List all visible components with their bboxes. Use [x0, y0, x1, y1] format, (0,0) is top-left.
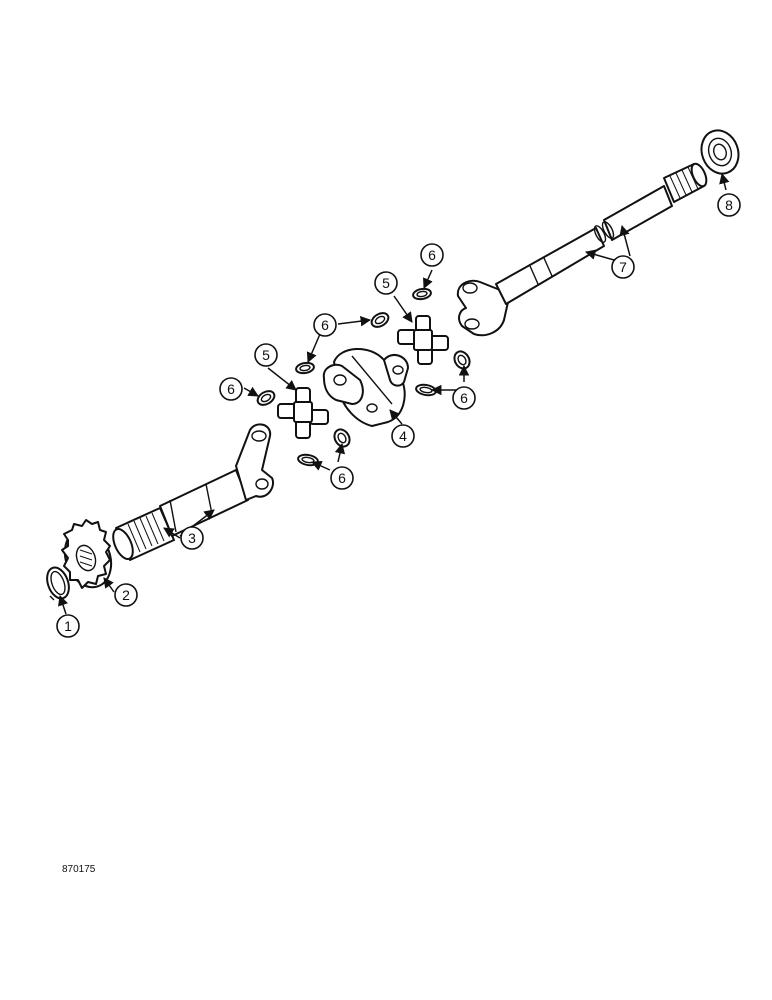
callout-2: 2 — [114, 583, 138, 607]
svg-text:3: 3 — [188, 530, 196, 546]
retaining-ring-6 — [412, 287, 432, 301]
svg-text:6: 6 — [321, 317, 329, 333]
svg-text:6: 6 — [428, 247, 436, 263]
svg-text:6: 6 — [227, 381, 235, 397]
retaining-ring-2 — [295, 361, 315, 375]
svg-text:8: 8 — [725, 197, 733, 213]
svg-text:6: 6 — [460, 390, 468, 406]
callout-6-upper-left: 6 — [313, 313, 337, 337]
retaining-ring-7 — [453, 350, 471, 370]
svg-text:6: 6 — [338, 470, 346, 486]
svg-text:5: 5 — [382, 275, 390, 291]
seal-part — [700, 129, 740, 175]
callout-7: 7 — [611, 255, 635, 279]
retaining-ring-3 — [333, 428, 351, 448]
u-joint-cross-upper — [397, 315, 449, 365]
svg-text:4: 4 — [399, 428, 407, 444]
svg-text:5: 5 — [262, 347, 270, 363]
figure-reference-number: 870175 — [62, 864, 96, 875]
svg-text:7: 7 — [619, 259, 627, 275]
callout-4: 4 — [391, 424, 415, 448]
u-joint-cross-lower — [277, 387, 329, 439]
svg-text:1: 1 — [64, 618, 72, 634]
callout-6-top: 6 — [420, 243, 444, 267]
retaining-ring-4 — [297, 453, 319, 467]
callout-6-left: 6 — [219, 377, 243, 401]
callout-5-upper: 5 — [374, 271, 398, 295]
snap-ring-part — [46, 566, 70, 601]
leader-lines — [58, 172, 730, 615]
spur-gear-part — [61, 519, 113, 589]
callout-6-lower-center: 6 — [330, 466, 354, 490]
callout-8: 8 — [717, 193, 741, 217]
outer-shaft-part — [456, 162, 708, 337]
callout-6-right: 6 — [452, 386, 476, 410]
callout-3: 3 — [180, 526, 204, 550]
retaining-ring-5 — [370, 312, 390, 328]
callout-1: 1 — [56, 614, 80, 638]
inner-shaft-part — [112, 423, 274, 561]
callout-5-lower: 5 — [254, 343, 278, 367]
svg-text:2: 2 — [122, 587, 130, 603]
retaining-ring-1 — [256, 390, 276, 406]
center-yoke-part — [322, 347, 409, 427]
